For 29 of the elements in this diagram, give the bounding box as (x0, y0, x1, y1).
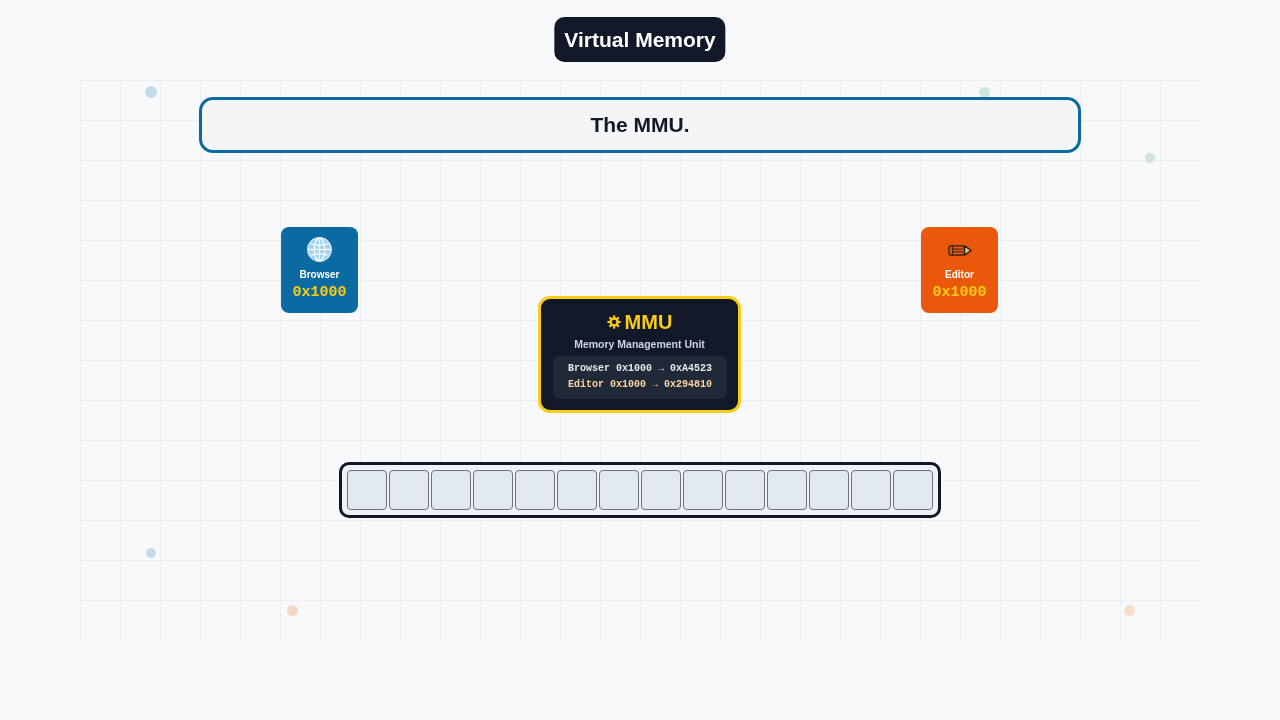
app-name: Browser (299, 269, 340, 281)
app-card (281, 227, 358, 313)
app-card (921, 227, 998, 313)
mapping-text: Editor 0x1000 → 0x294810 (568, 378, 712, 392)
banner-text: The MMU. (590, 112, 690, 138)
memory-cell (893, 470, 933, 510)
memory-cell (473, 470, 513, 510)
address-text: 0x1000 (292, 284, 347, 302)
memory-cell (557, 470, 597, 510)
heading-banner (199, 97, 1081, 153)
mmu-card (538, 296, 741, 413)
memory-cell (515, 470, 555, 510)
address-text: 0x1000 (932, 284, 987, 302)
memory-cell (767, 470, 807, 510)
app-name: Editor (945, 269, 974, 281)
memory-cell (809, 470, 849, 510)
mapping-text: Browser 0x1000 → 0xA4523 (568, 362, 712, 376)
memory-cell (683, 470, 723, 510)
memory-cell (599, 470, 639, 510)
memory-cell (431, 470, 471, 510)
title-heading: Virtual Memory (554, 17, 726, 62)
memory-cell (851, 470, 891, 510)
memory-cell (725, 470, 765, 510)
memory-bar (339, 462, 941, 518)
memory-cell (389, 470, 429, 510)
memory-cell (641, 470, 681, 510)
mmu-title: MMU (624, 310, 673, 334)
memory-cell (347, 470, 387, 510)
mmu-subtitle: Memory Management Unit (574, 337, 705, 351)
